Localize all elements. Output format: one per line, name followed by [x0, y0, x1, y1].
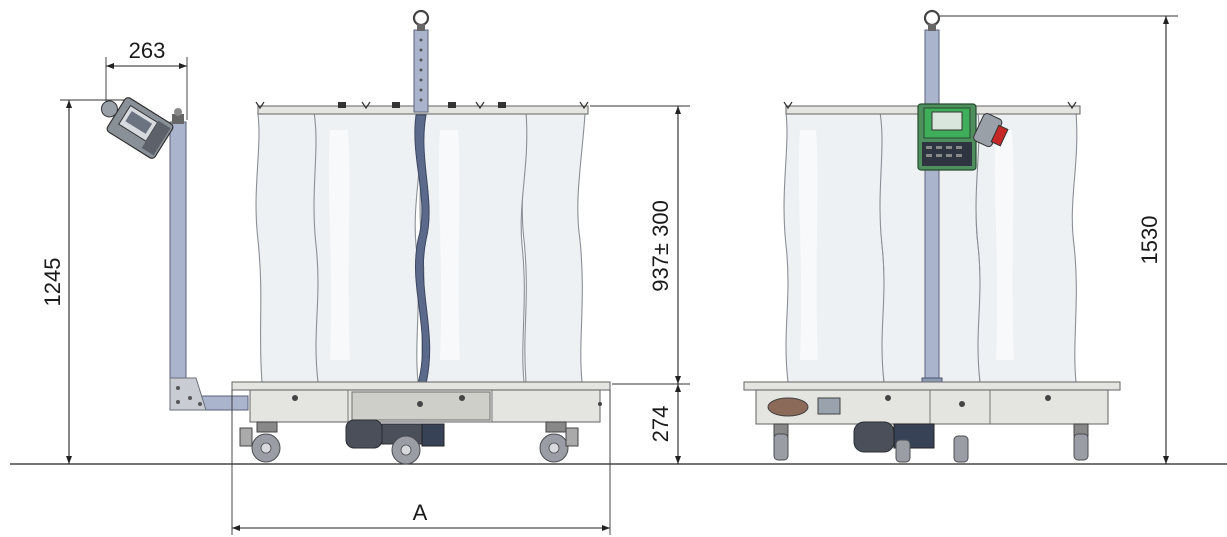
side-view-left	[60, 9, 611, 465]
central-mast-right	[924, 29, 940, 403]
control-box-front	[917, 103, 1009, 171]
dimension-bag-height: 937± 300	[590, 105, 690, 385]
dimension-1530-label: 1530	[1137, 216, 1162, 265]
front-view-right	[743, 9, 1121, 463]
dimension-1245: 1245	[40, 100, 72, 464]
wheel-left-1	[239, 421, 281, 463]
dimension-274: 274	[648, 384, 681, 464]
drive-motor-right	[853, 421, 969, 463]
side-mast-left	[169, 121, 187, 388]
dimension-a-label: A	[413, 500, 428, 525]
dimension-1245-label: 1245	[40, 258, 65, 307]
bag-left-front-3	[419, 111, 528, 383]
dimension-274-label: 274	[648, 406, 673, 443]
base-box-right	[755, 389, 1109, 425]
bag-left-back-1	[255, 113, 323, 383]
base-plate-left	[231, 381, 611, 391]
base-plate-right	[743, 381, 1121, 391]
dimension-1530: 1530	[940, 15, 1178, 464]
dimension-a: A	[231, 390, 611, 535]
wheel-right-1	[773, 423, 789, 461]
drive-motor-left	[345, 419, 445, 465]
dimension-263: 263	[106, 38, 187, 69]
wheel-right-2	[1073, 423, 1089, 461]
wheel-left-2	[539, 421, 579, 463]
dimension-bag-height-label: 937± 300	[648, 200, 673, 292]
dimension-263-label: 263	[129, 38, 166, 63]
bag-right-3	[975, 111, 1078, 383]
bag-left-back-4	[521, 113, 586, 383]
control-box-tilted	[100, 97, 174, 159]
